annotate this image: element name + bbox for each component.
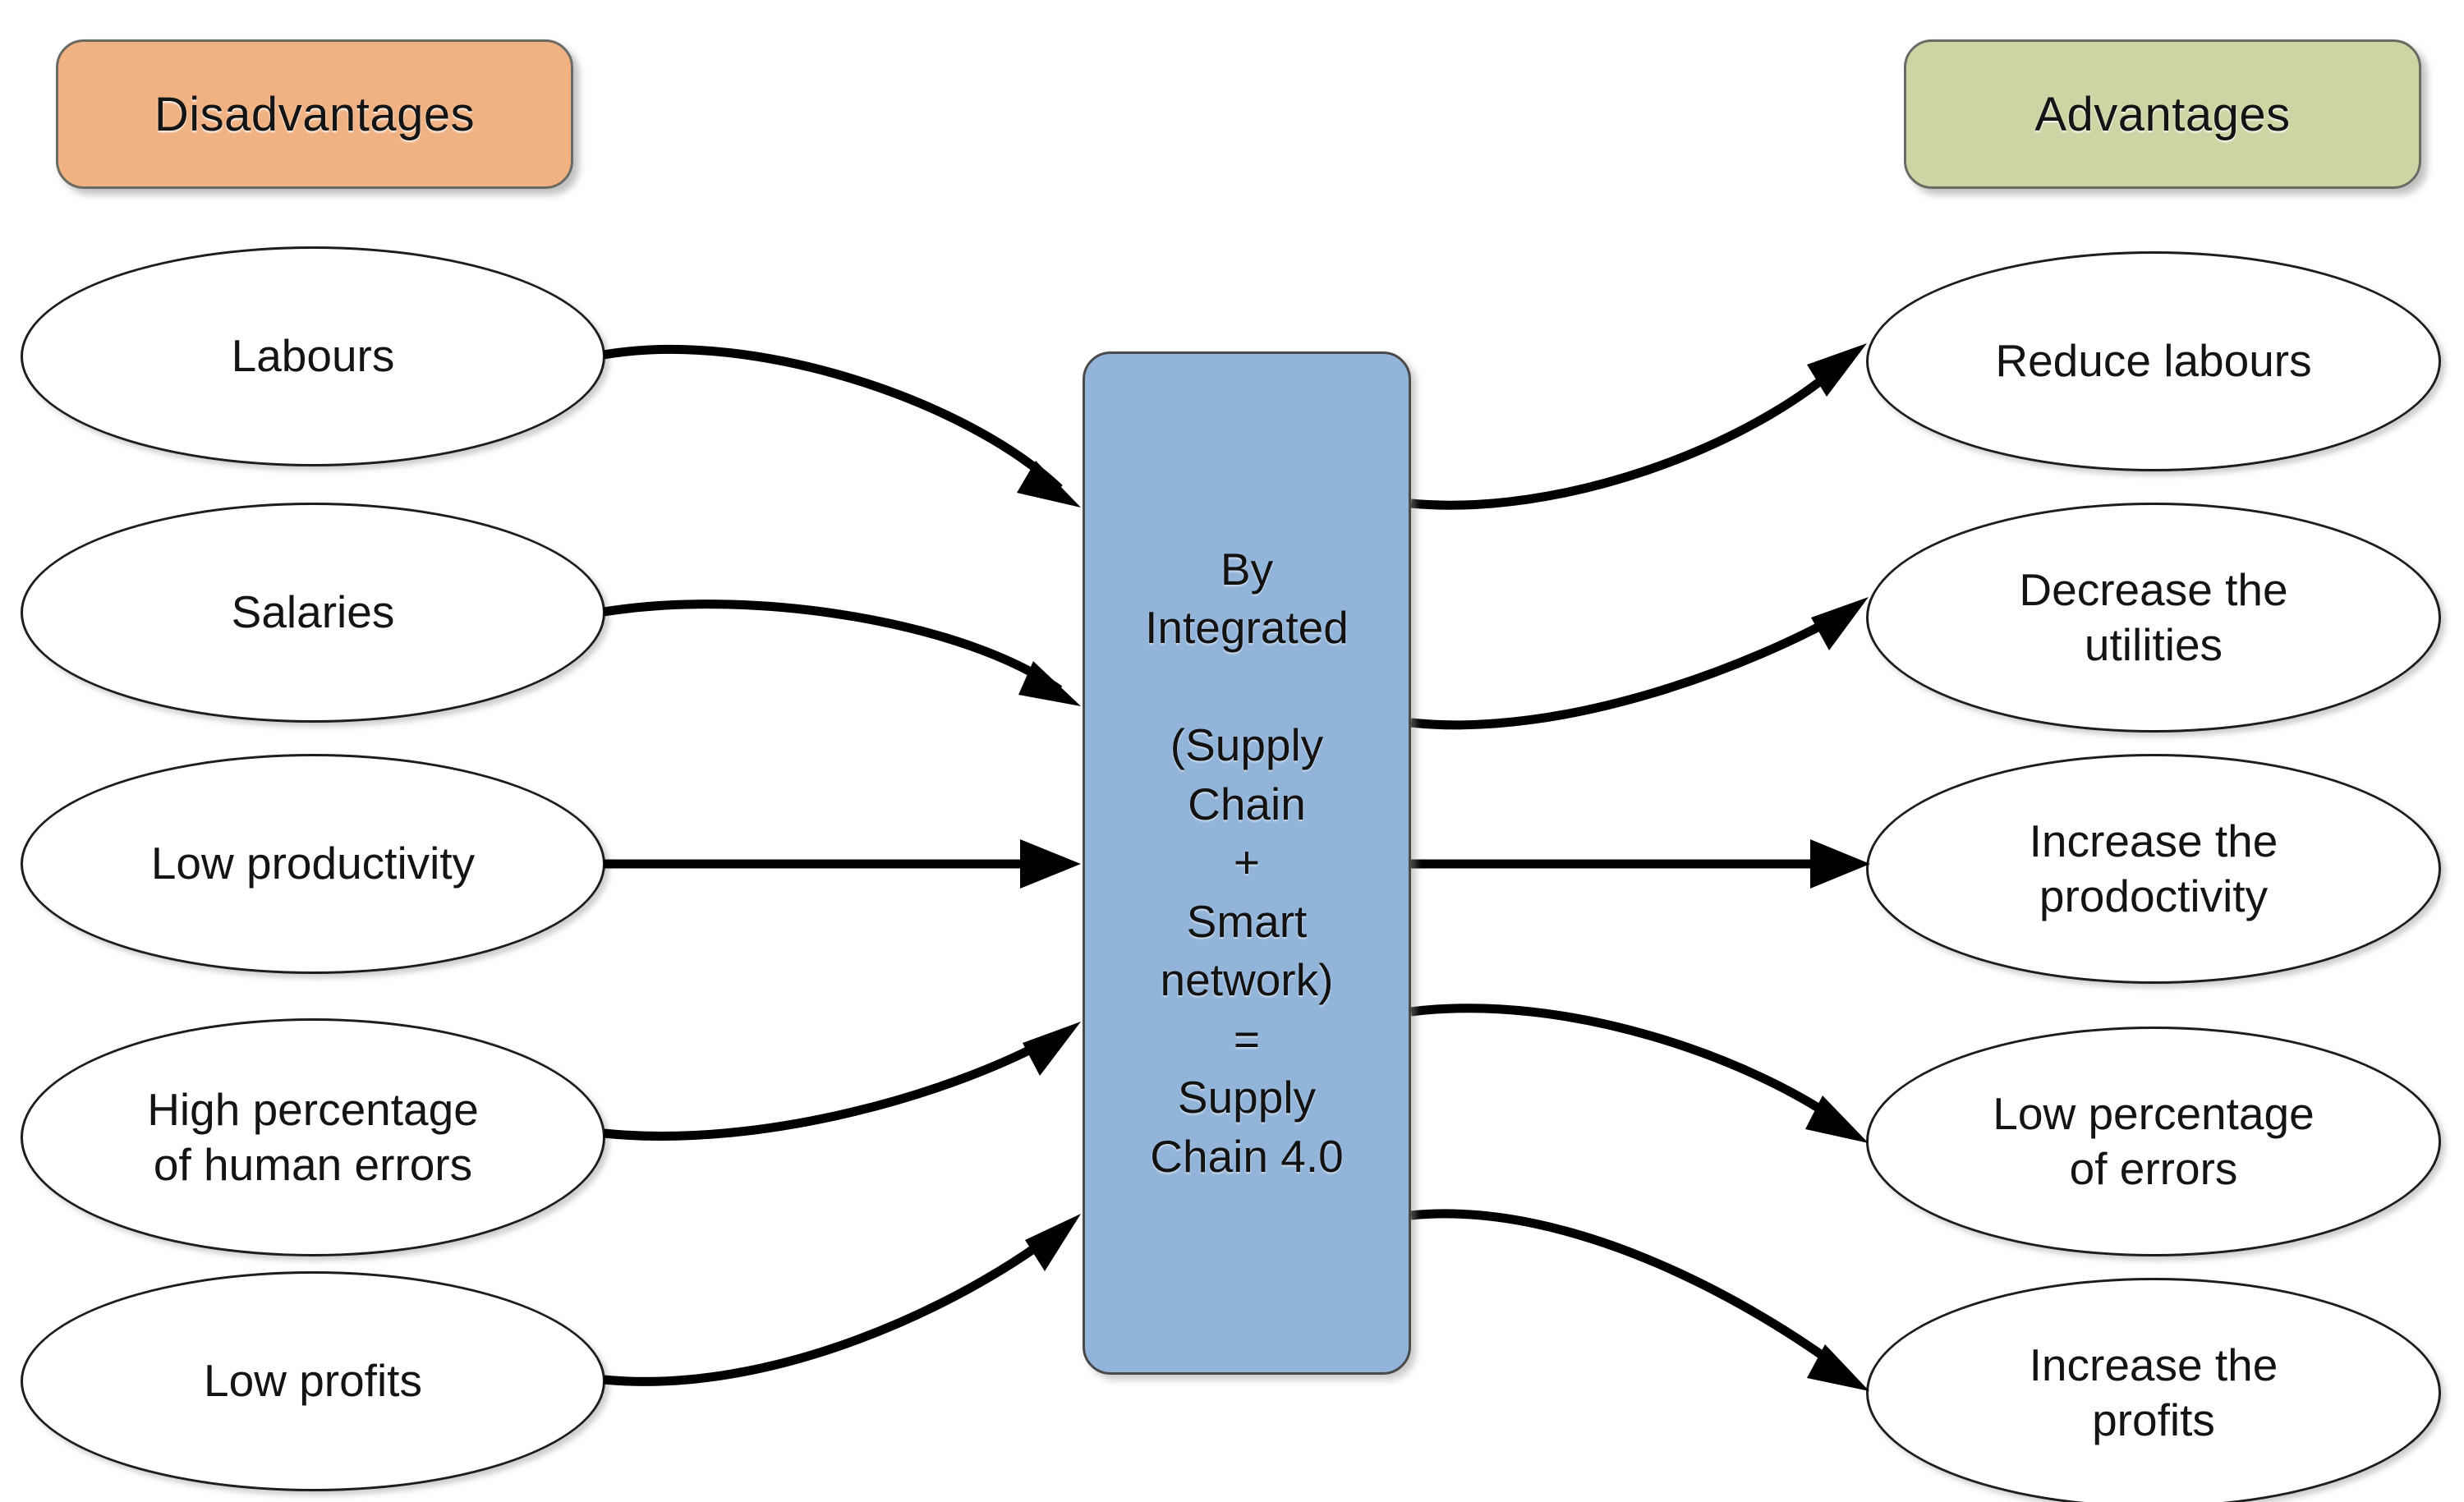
edge-low-productivity-to-center	[604, 839, 1081, 889]
center-node-supply-chain-4-0[interactable]: By Integrated (Supply Chain + Smart netw…	[1083, 351, 1411, 1375]
edge-center-to-reduce-labours	[1410, 343, 1867, 510]
disadvantages-header-label: Disadvantages	[154, 87, 476, 141]
edge-labours-to-center	[603, 345, 1081, 508]
advantage-node-decrease-utilities[interactable]: Decrease the utilities	[1866, 503, 2441, 733]
advantage-node-reduce-labours[interactable]: Reduce labours	[1866, 251, 2441, 471]
advantage-node-low-errors[interactable]: Low percentage of errors	[1866, 1027, 2441, 1256]
advantages-header-label: Advantages	[2034, 87, 2291, 141]
center-node-label: By Integrated (Supply Chain + Smart netw…	[1145, 543, 1349, 1182]
node-label: Reduce labours	[1995, 335, 2312, 387]
advantage-node-increase-profits[interactable]: Increase the profits	[1866, 1278, 2441, 1502]
disadvantage-node-salaries[interactable]: Salaries	[21, 503, 605, 723]
node-label: Increase the prodoctivity	[2029, 815, 2278, 921]
node-label: High percentage of human errors	[147, 1083, 479, 1190]
disadvantage-node-low-profits[interactable]: Low profits	[21, 1271, 605, 1491]
disadvantage-node-human-errors[interactable]: High percentage of human errors	[21, 1018, 605, 1256]
advantages-header-box: Advantages	[1904, 39, 2421, 189]
node-label: Low profits	[204, 1355, 422, 1407]
edge-center-to-low-errors	[1410, 1004, 1869, 1143]
node-label: Increase the profits	[2029, 1339, 2278, 1445]
disadvantages-header-box: Disadvantages	[56, 39, 573, 189]
edge-human-errors-to-center	[603, 1022, 1081, 1141]
advantage-node-increase-productivity[interactable]: Increase the prodoctivity	[1866, 754, 2441, 984]
disadvantage-node-labours[interactable]: Labours	[21, 246, 605, 466]
node-label: Decrease the utilities	[2019, 563, 2288, 670]
edge-low-profits-to-center	[603, 1214, 1081, 1386]
node-label: Low percentage of errors	[1993, 1087, 2315, 1194]
edge-salaries-to-center	[603, 599, 1081, 706]
edge-center-to-decrease-utilities	[1410, 597, 1869, 730]
node-label: Low productivity	[150, 838, 476, 889]
disadvantage-node-low-productivity[interactable]: Low productivity	[21, 754, 605, 974]
node-label: Salaries	[231, 586, 395, 638]
node-label: Labours	[231, 330, 395, 382]
edge-center-to-increase-profits	[1410, 1209, 1869, 1391]
edge-center-to-increase-productivity	[1411, 839, 1870, 889]
